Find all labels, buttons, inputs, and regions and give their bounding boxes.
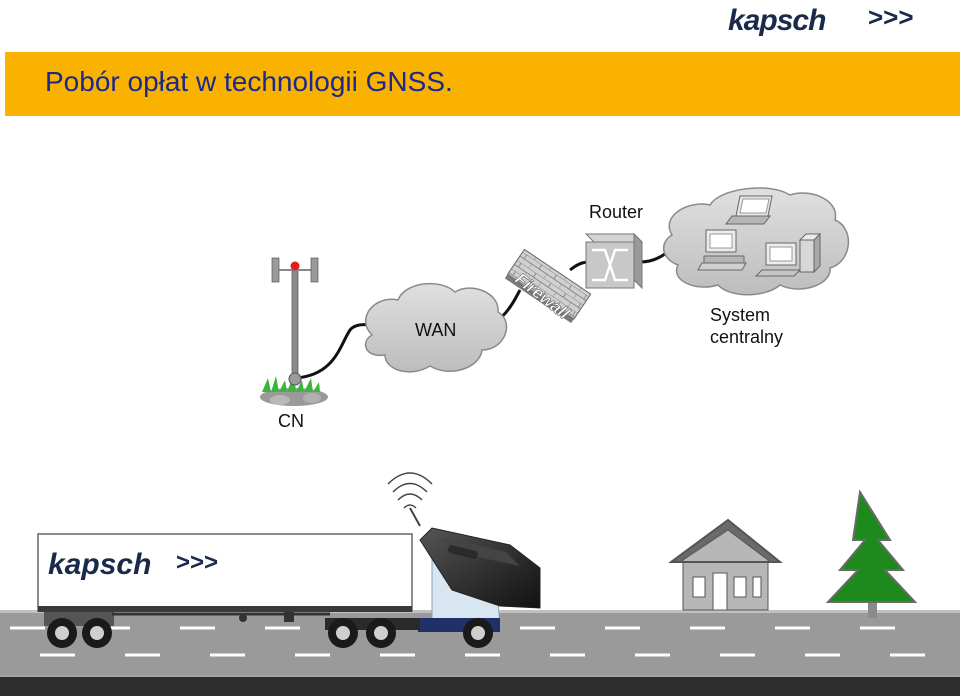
obu-device-icon — [419, 527, 541, 609]
title-bar: Pobór opłat w technologii GNSS. — [5, 52, 960, 116]
system-label-line2: centralny — [710, 327, 784, 347]
truck — [37, 533, 501, 648]
logo-text: kapsch — [728, 4, 826, 37]
signal-waves-icon — [387, 472, 433, 527]
trailer-brand: kapsch — [48, 548, 151, 581]
network-cable — [295, 243, 678, 380]
cn-label: CN — [278, 411, 304, 431]
laptop-icon — [725, 195, 773, 225]
wan-label: WAN — [415, 320, 457, 340]
router-label: Router — [589, 202, 644, 222]
cellular-tower-icon — [260, 257, 328, 406]
kapsch-logo: kapsch >>> — [728, 2, 914, 37]
router-icon — [584, 232, 644, 290]
logo-chevrons: >>> — [868, 2, 914, 32]
firewall-icon — [504, 248, 592, 324]
tree-icon — [825, 489, 918, 618]
system-label-line1: System — [710, 305, 771, 325]
trailer-chevrons: >>> — [176, 549, 218, 576]
wan-cloud-icon — [364, 282, 508, 373]
page-title: Pobór opłat w technologii GNSS. — [45, 66, 453, 97]
desktop-computer-icon — [754, 232, 822, 277]
system-label: System centralny — [710, 304, 783, 348]
house-icon — [667, 518, 783, 611]
desktop-computer-icon — [697, 229, 747, 271]
